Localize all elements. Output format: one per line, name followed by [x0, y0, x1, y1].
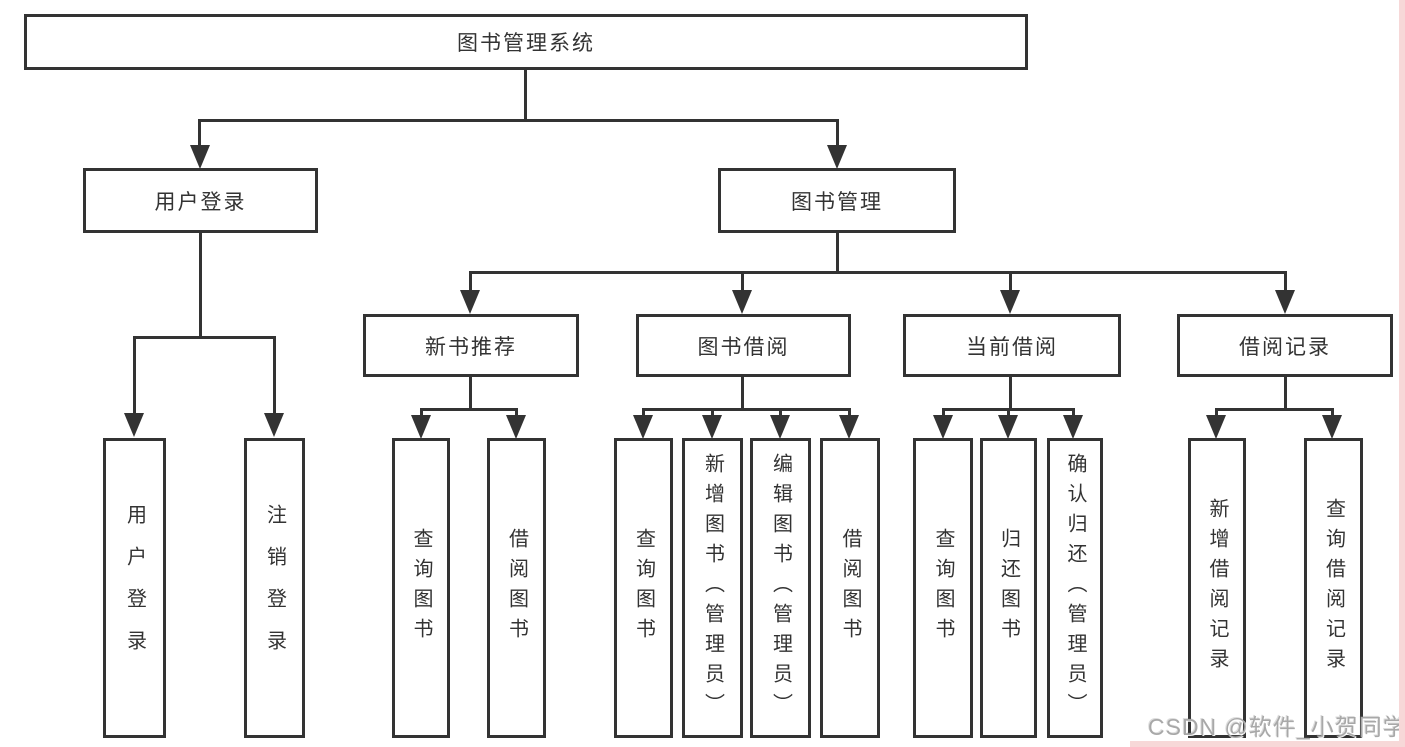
leaf-label: 查询借阅记录	[1322, 498, 1345, 678]
connector-line	[1007, 408, 1010, 418]
node-user-login: 用户登录	[83, 168, 318, 233]
arrowhead-icon	[839, 415, 859, 439]
connector-line	[741, 377, 744, 411]
node-label: 当前借阅	[966, 335, 1058, 359]
node-new-book-recommend: 新书推荐	[363, 314, 579, 377]
edge-tint-right	[1399, 0, 1405, 747]
arrowhead-icon	[124, 413, 144, 437]
leaf-logout: 注销登录	[244, 438, 305, 738]
edge-tint-bottom	[1130, 741, 1405, 747]
node-borrow-records: 借阅记录	[1177, 314, 1393, 377]
leaf-confirm-return-admin: 确认归还（管理员）	[1047, 438, 1103, 738]
connector-line	[779, 408, 782, 418]
connector-line	[469, 271, 472, 296]
leaf-label: 借阅图书	[505, 528, 528, 648]
connector-line	[1215, 408, 1334, 411]
leaf-label: 确认归还（管理员）	[1064, 453, 1086, 723]
connector-line	[515, 408, 518, 418]
node-book-management: 图书管理	[718, 168, 956, 233]
arrowhead-icon	[998, 415, 1018, 439]
csdn-watermark: CSDN @软件_小贺同学	[1148, 714, 1405, 740]
leaf-label: 编辑图书（管理员）	[769, 453, 792, 723]
connector-line	[1009, 271, 1012, 296]
arrowhead-icon	[933, 415, 953, 439]
connector-line	[642, 408, 645, 418]
node-label: 用户登录	[154, 190, 247, 214]
connector-line	[133, 336, 276, 339]
leaf-add-borrow-record: 新增借阅记录	[1188, 438, 1246, 738]
arrowhead-icon	[411, 415, 431, 439]
node-label: 新书推荐	[425, 335, 517, 359]
connector-line	[469, 377, 472, 411]
leaf-query-books-2: 查询图书	[614, 438, 673, 738]
leaf-query-books-3: 查询图书	[913, 438, 973, 738]
leaf-label: 新增借阅记录	[1206, 498, 1228, 678]
node-label: 图书管理	[791, 190, 883, 214]
arrowhead-icon	[770, 415, 790, 439]
leaf-label: 查询图书	[632, 528, 655, 648]
leaf-borrow-books-2: 借阅图书	[820, 438, 880, 738]
leaf-user-login: 用户登录	[103, 438, 166, 738]
arrowhead-icon	[1275, 290, 1295, 314]
node-root: 图书管理系统	[24, 14, 1028, 70]
arrowhead-icon	[702, 415, 722, 439]
connector-line	[1072, 408, 1075, 418]
arrowhead-icon	[827, 145, 847, 169]
connector-line	[642, 408, 851, 411]
arrowhead-icon	[506, 415, 526, 439]
connector-line	[199, 233, 202, 336]
connector-line	[848, 408, 851, 418]
connector-line	[1284, 271, 1287, 296]
arrowhead-icon	[1000, 290, 1020, 314]
connector-line	[711, 408, 714, 418]
connector-line	[942, 408, 945, 418]
connector-line	[836, 233, 839, 271]
leaf-label: 用户登录	[123, 504, 146, 672]
arrowhead-icon	[1322, 415, 1342, 439]
connector-line	[420, 408, 423, 418]
node-root-label: 图书管理系统	[457, 32, 595, 55]
connector-line	[741, 271, 744, 296]
node-book-borrow: 图书借阅	[636, 314, 851, 377]
connector-line	[524, 70, 527, 119]
connector-line	[836, 119, 839, 148]
leaf-edit-books-admin: 编辑图书（管理员）	[750, 438, 811, 738]
arrowhead-icon	[1063, 415, 1083, 439]
connector-line	[1331, 408, 1334, 418]
node-current-borrow: 当前借阅	[903, 314, 1121, 377]
leaf-label: 查询图书	[410, 528, 432, 648]
connector-line	[420, 408, 518, 411]
arrowhead-icon	[1206, 415, 1226, 439]
connector-line	[1215, 408, 1218, 418]
leaf-label: 归还图书	[997, 528, 1020, 648]
connector-line	[469, 271, 1287, 274]
leaf-borrow-books-1: 借阅图书	[487, 438, 546, 738]
node-label: 借阅记录	[1239, 335, 1331, 359]
node-label: 图书借阅	[697, 335, 790, 359]
connector-line	[133, 336, 136, 416]
leaf-label: 注销登录	[263, 504, 286, 672]
connector-line	[1009, 377, 1012, 411]
arrowhead-icon	[732, 290, 752, 314]
connector-line	[273, 336, 276, 416]
leaf-label: 查询图书	[932, 528, 954, 648]
leaf-return-books: 归还图书	[980, 438, 1037, 738]
connector-line	[1284, 377, 1287, 411]
leaf-label: 借阅图书	[839, 528, 861, 648]
arrowhead-icon	[633, 415, 653, 439]
leaf-query-books-1: 查询图书	[392, 438, 450, 738]
arrowhead-icon	[460, 290, 480, 314]
arrowhead-icon	[264, 413, 284, 437]
leaf-add-books-admin: 新增图书（管理员）	[682, 438, 743, 738]
arrowhead-icon	[190, 145, 210, 169]
leaf-label: 新增图书（管理员）	[701, 453, 724, 723]
connector-line	[198, 119, 201, 148]
connector-line	[198, 119, 839, 122]
leaf-query-borrow-record: 查询借阅记录	[1304, 438, 1363, 738]
